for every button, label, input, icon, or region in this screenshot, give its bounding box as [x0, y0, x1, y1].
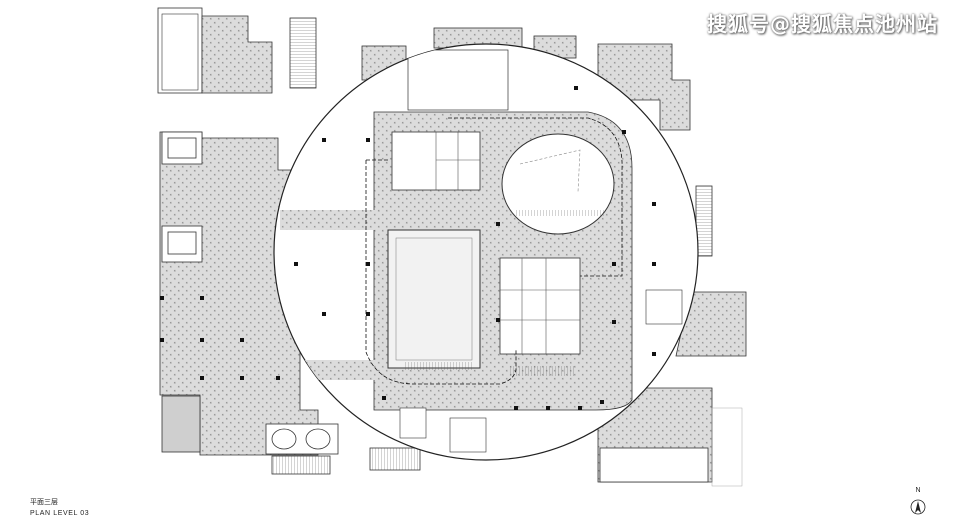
- plan-caption: 平面三层 PLAN LEVEL 03: [30, 497, 89, 519]
- circular-floor: [273, 43, 699, 461]
- north-indicator: N: [905, 487, 931, 521]
- core-lower: [499, 257, 581, 355]
- left-columns: [160, 296, 280, 380]
- caption-title-cn: 平面三层: [30, 499, 58, 506]
- stair-bottom-left: [271, 455, 331, 475]
- elevator-core-left-1: [161, 131, 203, 165]
- watermark-text: 搜狐号@搜狐焦点池州站: [707, 12, 938, 36]
- top-left-terrace: [201, 15, 273, 94]
- north-label: N: [915, 487, 921, 494]
- stair-bottom-mid: [369, 447, 421, 471]
- dashed-route: [365, 117, 623, 385]
- top-left-block: [157, 7, 203, 94]
- grey-room-left: [161, 395, 201, 453]
- elevator-core-bottom: [265, 423, 339, 455]
- top-office-block: [407, 49, 509, 111]
- stair-top-left: [289, 17, 317, 89]
- atrium-void: [387, 229, 481, 369]
- column-grid: [294, 86, 656, 410]
- caption-title-en: PLAN LEVEL 03: [30, 510, 90, 517]
- north-arrow-icon: [910, 499, 926, 515]
- right-wing: [597, 43, 747, 487]
- round-void: [501, 133, 615, 235]
